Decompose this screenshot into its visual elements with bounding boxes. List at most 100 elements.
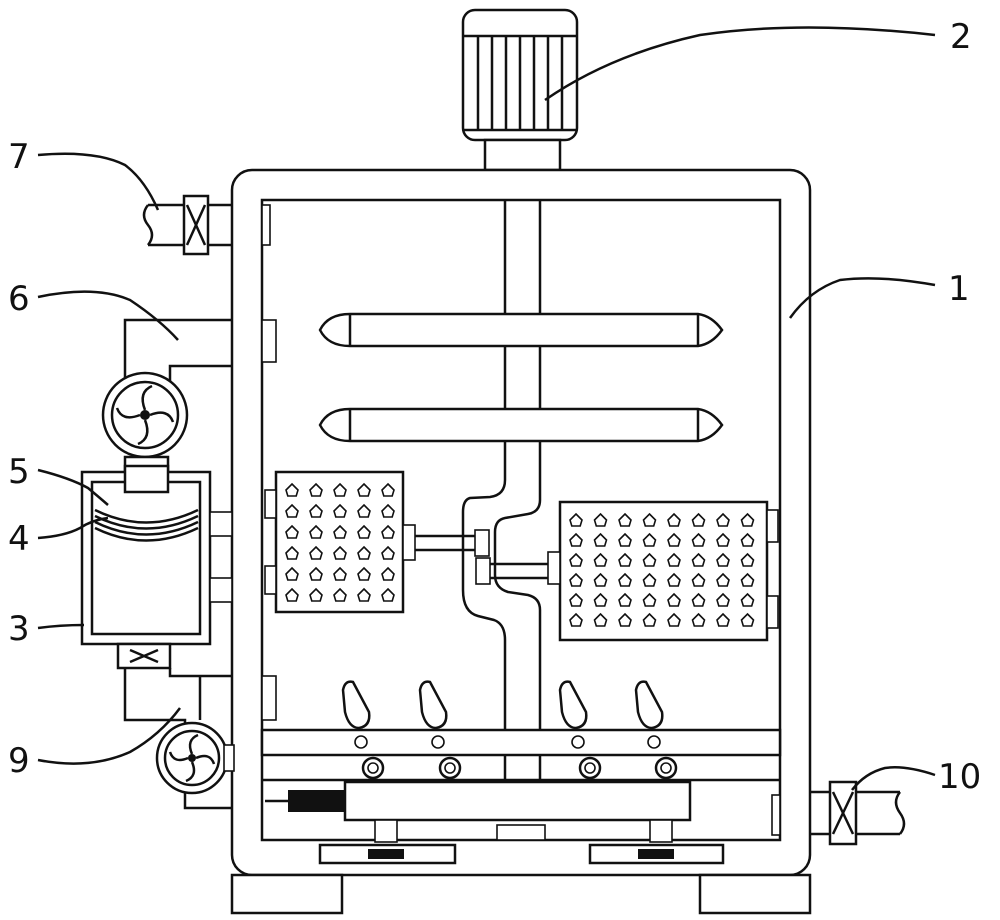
perforation-hole — [569, 532, 583, 547]
leader-6 — [37, 290, 179, 341]
filter-screen-2 — [94, 514, 199, 530]
perforation-hole — [716, 532, 730, 547]
leader-4 — [37, 516, 109, 540]
leader-1 — [788, 277, 936, 319]
perforation-hole — [667, 552, 681, 567]
perforation-hole — [593, 572, 608, 587]
perforation-hole — [333, 566, 347, 581]
leader-9 — [37, 152, 160, 211]
reference-numerals: 2 1 7 6 5 4 3 9 10 — [8, 17, 981, 797]
perforation-hole — [357, 566, 371, 581]
perforation-hole — [357, 524, 371, 539]
perforation-hole — [309, 524, 323, 539]
perforation-hole — [740, 552, 755, 567]
perforation-hole — [716, 592, 730, 607]
perforation-hole — [716, 572, 730, 587]
label-4: 4 — [8, 519, 30, 559]
perforation-hole — [593, 592, 608, 607]
perforation-hole — [381, 566, 395, 581]
push-rod-spring — [288, 790, 345, 812]
perforation-hole — [642, 572, 657, 587]
perforation-hole — [740, 512, 755, 527]
perforation-hole — [618, 592, 632, 607]
perforation-hole — [642, 612, 657, 627]
perforation-hole — [357, 545, 371, 560]
perforation-hole — [569, 572, 583, 587]
perforation-hole — [667, 592, 681, 607]
perforation-hole — [569, 592, 583, 607]
perforation-hole — [716, 552, 730, 567]
perforation-hole — [309, 545, 323, 560]
perforation-hole — [381, 587, 395, 602]
perforation-hole — [618, 612, 632, 627]
perforation-hole — [381, 482, 395, 497]
perforation-hole — [691, 612, 706, 627]
leader-lines — [37, 26, 936, 791]
perforation-hole — [642, 552, 657, 567]
perforation-hole — [285, 545, 299, 560]
leader-3 — [37, 623, 85, 630]
perforation-hole — [740, 572, 755, 587]
nozzle-rail — [260, 680, 782, 782]
perforation-hole — [285, 524, 299, 539]
label-2: 2 — [950, 17, 972, 57]
label-7: 9 — [8, 741, 30, 781]
label-6: 6 — [8, 279, 30, 319]
perforation-hole — [691, 592, 706, 607]
perforation-hole — [309, 482, 323, 497]
filter-screen-4 — [94, 526, 199, 542]
perforation-hole — [333, 545, 347, 560]
perforation-hole — [667, 512, 681, 527]
perforation-hole — [691, 572, 706, 587]
motor-fins — [476, 36, 564, 130]
perforation-hole — [593, 512, 608, 527]
perforation-hole — [381, 503, 395, 518]
perforation-hole — [569, 612, 583, 627]
spray-nozzle — [634, 680, 678, 780]
perforation-hole — [309, 503, 323, 518]
stirring-blade-lower — [318, 407, 724, 443]
label-10: 10 — [938, 757, 981, 797]
perforation-hole — [667, 532, 681, 547]
perforation-hole — [642, 512, 657, 527]
spray-nozzle — [558, 680, 602, 780]
perforation-hole — [333, 482, 347, 497]
perforation-hole — [642, 592, 657, 607]
leader-10 — [851, 766, 936, 791]
label-1: 1 — [948, 269, 970, 309]
stirring-blade-upper — [318, 312, 724, 348]
spray-nozzle — [418, 680, 462, 780]
perforation-hole — [333, 503, 347, 518]
perforation-hole — [309, 566, 323, 581]
perforations-right — [569, 512, 755, 627]
perforation-hole — [309, 587, 323, 602]
perforation-hole — [357, 503, 371, 518]
scraper-plate-left — [264, 470, 490, 614]
scraper-plate-right — [475, 500, 779, 642]
perforation-hole — [285, 482, 299, 497]
filter-box — [80, 464, 233, 670]
perforation-hole — [381, 545, 395, 560]
leader-2 — [544, 26, 936, 102]
spray-nozzle — [341, 680, 385, 780]
spray-nozzles — [341, 680, 678, 780]
label-9: 7 — [8, 137, 30, 177]
perforation-hole — [618, 512, 632, 527]
perforation-hole — [333, 587, 347, 602]
perforation-hole — [618, 572, 632, 587]
lower-fan — [155, 721, 235, 795]
perforation-hole — [716, 612, 730, 627]
perforation-hole — [642, 532, 657, 547]
label-5: 5 — [8, 452, 30, 492]
perforation-hole — [285, 503, 299, 518]
perforation-hole — [667, 572, 681, 587]
leader-7 — [37, 707, 182, 765]
perforation-hole — [691, 552, 706, 567]
perforation-hole — [569, 512, 583, 527]
inlet-valve — [142, 194, 232, 256]
perforation-hole — [285, 566, 299, 581]
perforation-hole — [593, 532, 608, 547]
push-rod-assembly — [265, 780, 725, 865]
perforation-hole — [381, 524, 395, 539]
